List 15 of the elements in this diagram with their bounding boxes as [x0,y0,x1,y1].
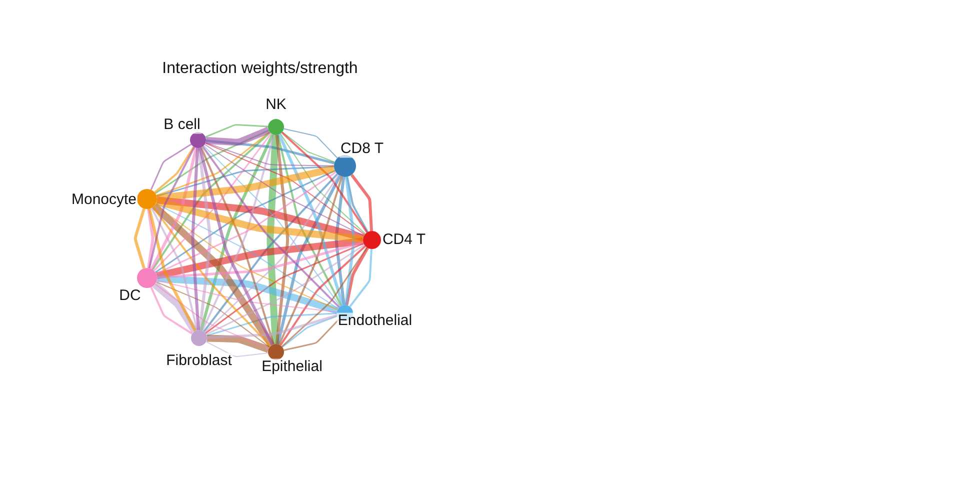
interaction-edge [147,208,154,268]
interaction-edge [134,208,146,269]
interaction-edge [344,176,356,306]
interaction-edge [346,176,369,233]
interaction-edge [205,124,268,138]
node-label: Monocyte [70,192,138,208]
interaction-edge [191,148,200,330]
chart-title: Interaction weights/strength [162,60,358,78]
node-label: B cell [162,116,202,134]
node-label: CD8 T [339,140,385,158]
interaction-edge [266,134,280,344]
interaction-edge [275,134,290,344]
interaction-edge [334,176,346,306]
interaction-edge [349,248,372,308]
node-label: Epithelial [260,358,324,376]
